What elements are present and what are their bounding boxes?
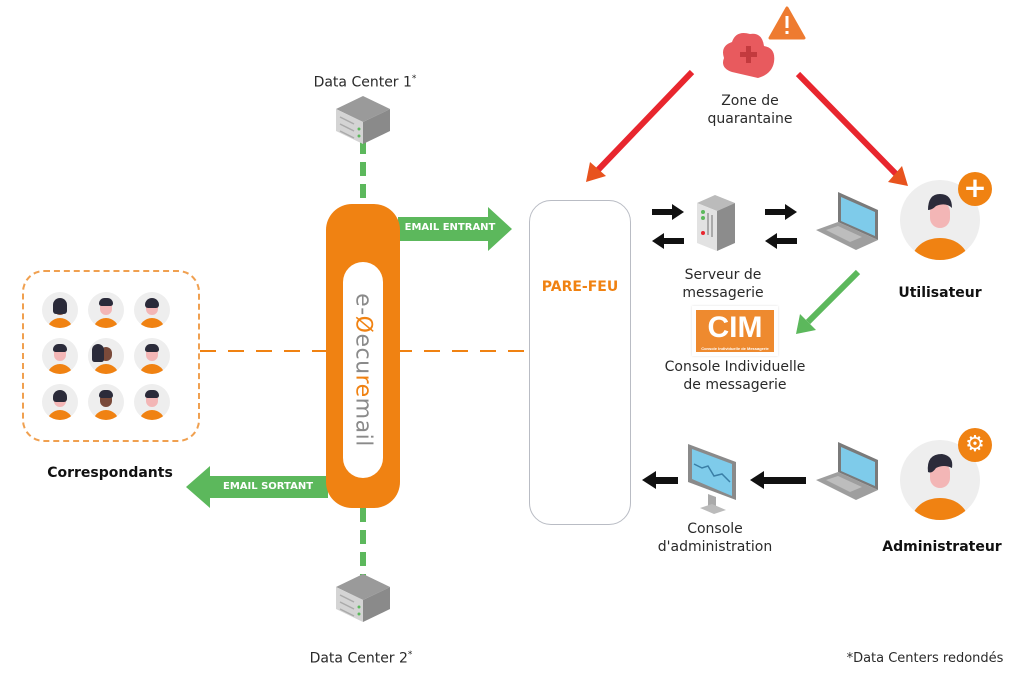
quarantine-cloud-icon bbox=[723, 33, 775, 78]
data-center-1-label: Data Center 1* bbox=[300, 70, 430, 92]
brand-suffix: mail bbox=[350, 397, 376, 447]
firewall-title: PARE-FEU bbox=[541, 279, 619, 295]
cim-label-line2: de messagerie bbox=[683, 377, 787, 393]
correspondent-avatar bbox=[134, 338, 170, 374]
server-to-laptop-arrow bbox=[765, 204, 797, 220]
correspondent-avatar bbox=[134, 384, 170, 420]
brand-mid: ecu bbox=[350, 333, 376, 375]
mail-server-label-line1: Serveur de bbox=[684, 267, 762, 283]
data-center-2-text: Data Center 2 bbox=[309, 650, 408, 667]
email-outgoing-label: EMAIL SORTANT bbox=[222, 481, 314, 492]
laptop-to-server-arrow bbox=[765, 233, 797, 249]
mail-server-label-line2: messagerie bbox=[682, 285, 764, 301]
correspondents-group bbox=[22, 270, 200, 442]
brand-prefix: e- bbox=[350, 293, 376, 316]
correspondent-avatar bbox=[88, 338, 124, 374]
quarantine-label: Zone de quarantaine bbox=[695, 92, 805, 128]
correspondent-avatar bbox=[42, 338, 78, 374]
correspondent-avatar bbox=[88, 292, 124, 328]
cim-label: Console Individuelle de messagerie bbox=[650, 358, 820, 394]
brand-accent: re bbox=[350, 374, 376, 398]
data-center-1-icon bbox=[336, 96, 390, 144]
data-center-2-icon bbox=[336, 574, 390, 622]
admin-console-label-line1: Console bbox=[687, 521, 743, 537]
user-laptop-icon bbox=[816, 192, 878, 250]
cim-logo-mark: CIM Console Individuelle de Messagerie bbox=[696, 310, 774, 352]
server-to-firewall-arrow bbox=[652, 233, 684, 249]
brand-s-glyph: Ø bbox=[350, 315, 376, 334]
warning-icon bbox=[768, 6, 806, 40]
cim-logo: CIM Console Individuelle de Messagerie bbox=[692, 306, 778, 356]
correspondent-avatar bbox=[134, 292, 170, 328]
e-securemail-logo: e-Øecuremail bbox=[351, 293, 376, 447]
admin-console-icon bbox=[688, 444, 736, 514]
admin-avatar bbox=[900, 440, 980, 520]
admin-label: Administrateur bbox=[882, 539, 1002, 555]
user-label: Utilisateur bbox=[898, 285, 982, 301]
add-user-badge-icon: + bbox=[958, 172, 992, 206]
correspondents-label: Correspondants bbox=[47, 465, 173, 481]
quarantine-label-line2: quarantaine bbox=[707, 111, 793, 127]
correspondent-avatar bbox=[42, 384, 78, 420]
admin-laptop-icon bbox=[816, 442, 878, 500]
admin-laptop-to-console-arrow bbox=[750, 471, 806, 489]
email-incoming-arrow bbox=[398, 207, 512, 251]
cim-logo-subtitle: Console Individuelle de Messagerie bbox=[701, 346, 769, 351]
quarantine-to-firewall-arrow bbox=[586, 69, 695, 182]
quarantine-to-user-arrow bbox=[795, 71, 908, 186]
gear-badge-icon: ⚙ bbox=[958, 428, 992, 462]
mail-server-icon bbox=[697, 195, 735, 251]
e-securemail-gateway: e-Øecuremail bbox=[326, 204, 400, 508]
data-center-1-mark: * bbox=[411, 74, 417, 84]
user-avatar bbox=[900, 180, 980, 260]
firewall-box: PARE-FEU bbox=[529, 200, 631, 525]
firewall-to-server-arrow bbox=[652, 204, 684, 220]
data-center-2-mark: * bbox=[407, 650, 413, 660]
correspondent-avatar bbox=[88, 384, 124, 420]
gateway-logo-panel: e-Øecuremail bbox=[343, 262, 383, 478]
admin-console-label: Console d'administration bbox=[655, 520, 775, 556]
correspondent-avatar bbox=[42, 292, 78, 328]
correspondents-avatar-grid bbox=[42, 292, 170, 420]
console-to-firewall-arrow bbox=[642, 471, 678, 489]
admin-console-label-line2: d'administration bbox=[657, 539, 773, 555]
data-center-2-label: Data Center 2* bbox=[296, 646, 426, 668]
email-outgoing-arrow bbox=[186, 466, 328, 508]
data-center-1-text: Data Center 1 bbox=[313, 74, 412, 91]
footnote: *Data Centers redondés bbox=[846, 651, 1004, 666]
cim-logo-text: CIM bbox=[707, 311, 763, 344]
email-incoming-label: EMAIL ENTRANT bbox=[404, 222, 496, 233]
user-to-cim-arrow bbox=[796, 269, 861, 334]
mail-server-label: Serveur de messagerie bbox=[668, 266, 778, 302]
quarantine-label-line1: Zone de bbox=[721, 93, 779, 109]
cim-label-line1: Console Individuelle bbox=[664, 359, 806, 375]
